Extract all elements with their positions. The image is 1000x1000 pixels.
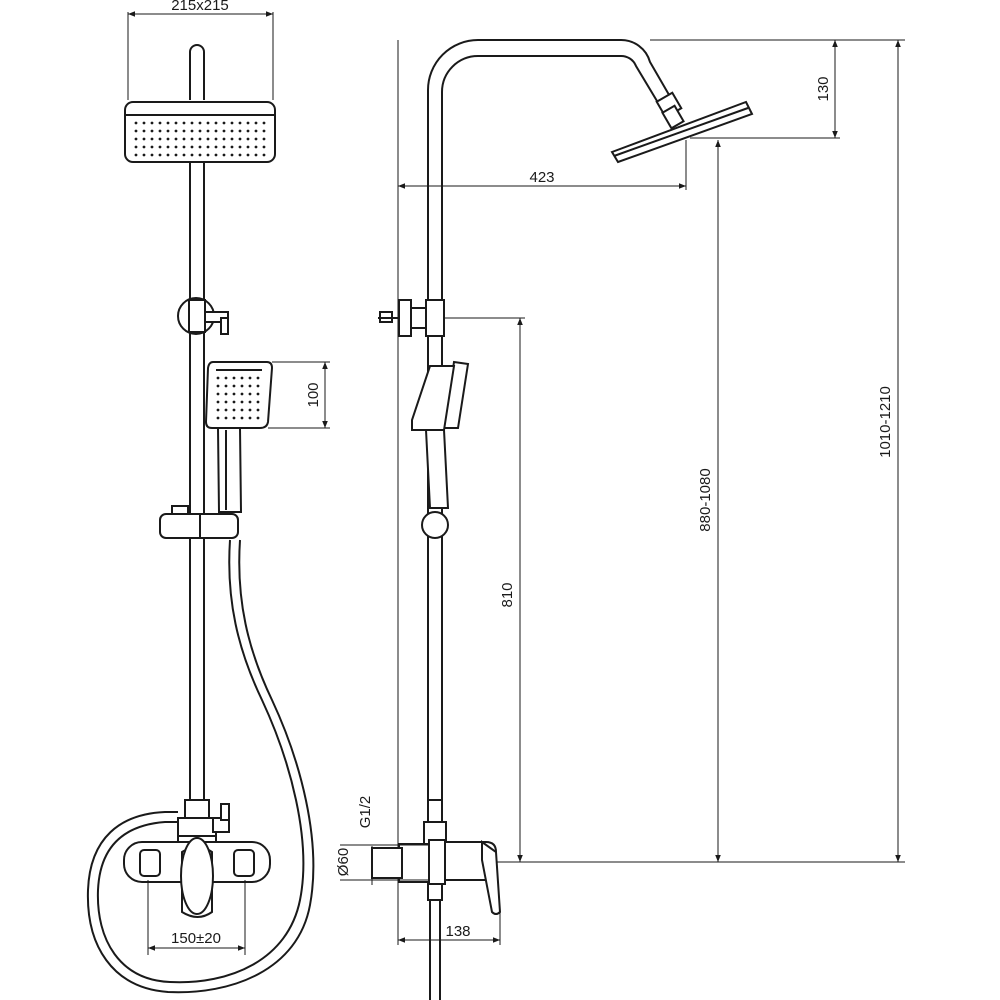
height-810-label: 810 [499, 582, 516, 607]
head-drop-label: 130 [815, 76, 832, 101]
mixer-body [123, 837, 271, 918]
side-head-connector [655, 91, 685, 130]
height-880-dimension: 880-1080 [697, 140, 721, 862]
head-width-dimension: 215x215 [127, 0, 274, 100]
side-view: 423 130 810 [335, 38, 905, 1000]
head-size-label: 215x215 [171, 0, 229, 14]
head-drop-dimension: 130 [650, 39, 840, 139]
diverter [177, 799, 230, 847]
side-mixer [371, 799, 502, 915]
height-total-label: 1010-1210 [877, 386, 894, 458]
thread-label: G1/2 [357, 796, 374, 829]
slide-holder [159, 505, 239, 539]
hand-shower [204, 361, 274, 513]
handshower-size-label: 100 [305, 382, 322, 407]
height-880-label: 880-1080 [697, 468, 714, 531]
diameter-label: Ø60 [335, 848, 352, 876]
projection-dimension: 423 [398, 140, 687, 190]
height-total-dimension: 1010-1210 [877, 40, 901, 862]
nozzle-grid [134, 121, 266, 157]
spacing-dimension: 150±20 [147, 880, 246, 955]
height-810-dimension: 810 [444, 317, 525, 862]
handshower-dimension: 100 [268, 361, 330, 429]
wall-bracket [177, 297, 229, 335]
depth-label: 138 [445, 923, 470, 940]
shower-hose [86, 539, 315, 994]
side-hand-shower [411, 360, 470, 539]
handshower-nozzles [216, 376, 260, 420]
depth-dimension: 138 [398, 910, 501, 945]
shower-arm-stub [189, 44, 205, 100]
rain-shower-head [124, 101, 276, 163]
spacing-label: 150±20 [171, 930, 221, 947]
riser-pipe [189, 162, 205, 800]
front-view: 215x215 [86, 0, 330, 994]
projection-label: 423 [529, 169, 554, 186]
side-hose [429, 900, 441, 1000]
side-riser-and-arm [427, 38, 673, 820]
side-wall-bracket [378, 299, 445, 337]
side-rain-head [610, 100, 754, 164]
thread-dimension: G1/2 Ø60 [335, 796, 430, 885]
